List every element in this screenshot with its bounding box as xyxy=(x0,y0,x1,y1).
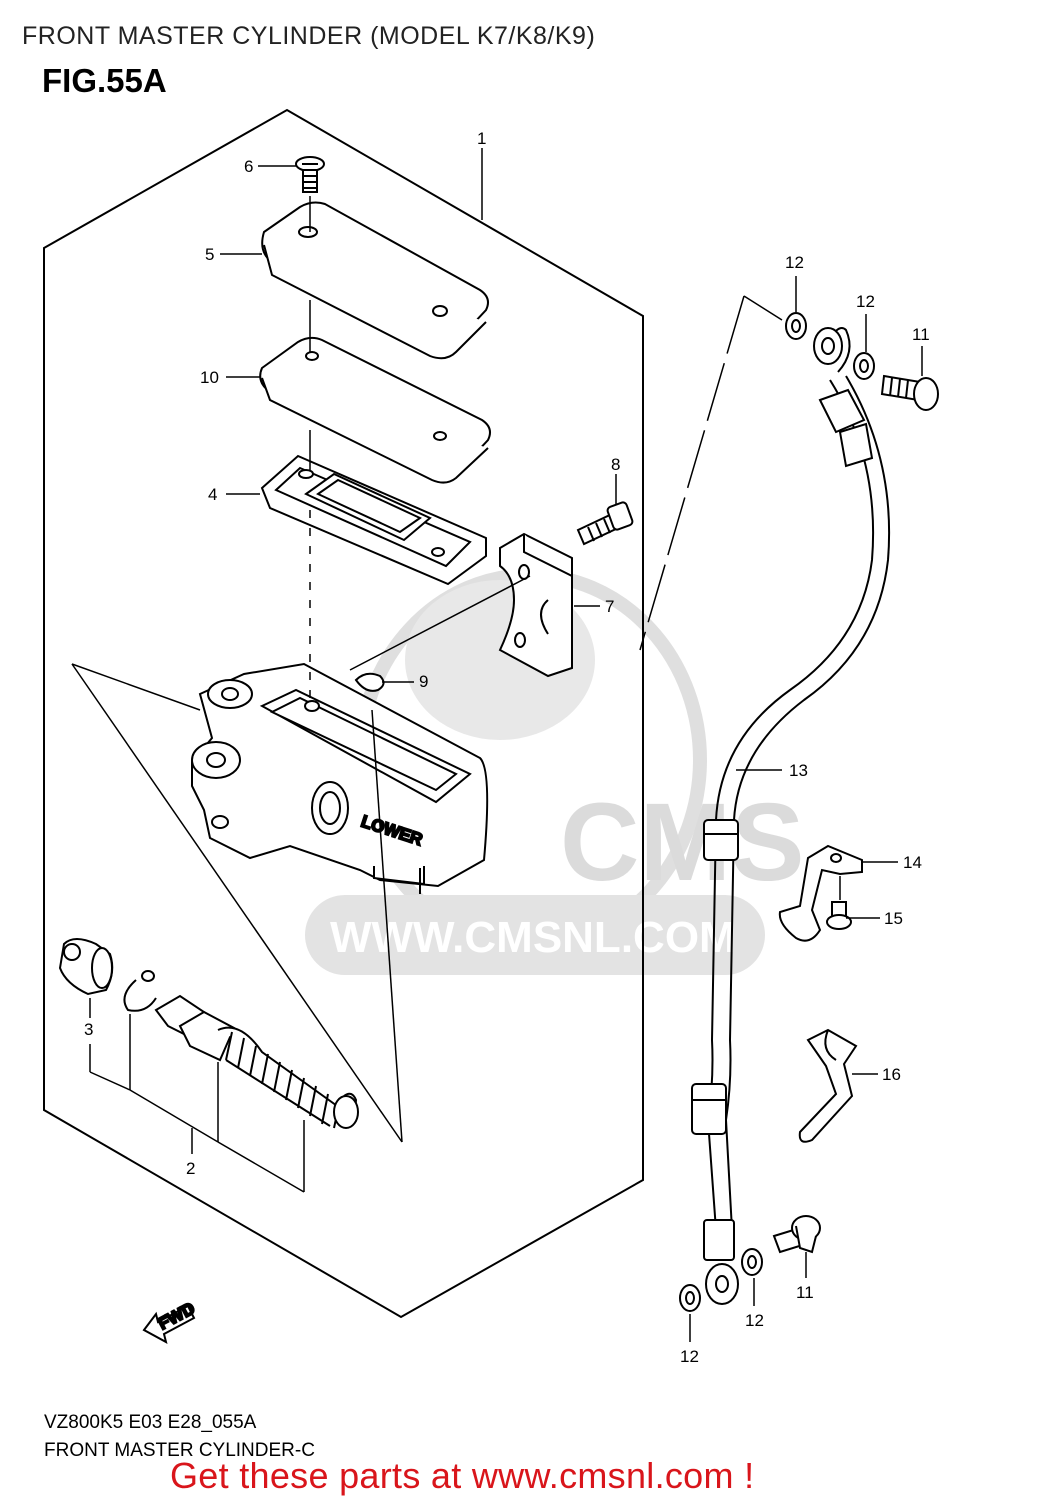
fwd-arrow-icon: FWD xyxy=(142,1298,199,1344)
part-3-boot xyxy=(58,938,114,996)
watermark-url: WWW.CMSNL.COM xyxy=(330,913,736,962)
callout-14: 14 xyxy=(903,853,922,872)
callout-6: 6 xyxy=(244,157,253,176)
part-10-diaphragm-plate xyxy=(259,336,491,484)
callout-12-b: 12 xyxy=(856,292,875,311)
part-16-hose-clamp xyxy=(798,1028,858,1143)
part-13-brake-hose xyxy=(691,327,891,1305)
part-12-washers xyxy=(679,312,875,1312)
figure-label: FIG.55A xyxy=(42,62,167,99)
diagram-name: FRONT MASTER CYLINDER-C xyxy=(44,1440,315,1461)
part-5-reservoir-cap xyxy=(261,201,489,360)
part-6-screw xyxy=(295,156,325,193)
callout-2: 2 xyxy=(186,1159,195,1178)
callout-12-d: 12 xyxy=(680,1347,699,1366)
part-2-piston-spring xyxy=(154,994,359,1129)
callout-12-a: 12 xyxy=(785,253,804,272)
watermark-logo-text: CMS xyxy=(560,781,804,904)
assembly-outline xyxy=(43,108,644,1319)
part-4-diaphragm xyxy=(260,454,487,586)
diagram-code: VZ800K5 E03 E28_055A xyxy=(44,1412,257,1433)
master-cylinder-body: LOWER xyxy=(191,662,489,894)
callout-7: 7 xyxy=(605,597,614,616)
callout-11-a: 11 xyxy=(912,325,930,344)
page-title: FRONT MASTER CYLINDER (MODEL K7/K8/K9) xyxy=(22,22,596,50)
part-15-bolt xyxy=(826,901,852,930)
part-8-bolt xyxy=(576,501,634,546)
leader-lines xyxy=(71,148,923,1342)
callout-labels: 1 6 5 10 4 8 7 9 3 2 12 12 11 13 14 15 1… xyxy=(84,129,930,1366)
callout-1: 1 xyxy=(477,129,486,148)
watermark-logo: CMS WWW.CMSNL.COM xyxy=(305,568,804,975)
callout-10: 10 xyxy=(200,368,219,387)
part-7-clamp xyxy=(498,532,573,678)
callout-15: 15 xyxy=(884,909,903,928)
callout-16: 16 xyxy=(882,1065,901,1084)
callout-3: 3 xyxy=(84,1020,93,1039)
part-circlip xyxy=(123,970,157,1012)
callout-5: 5 xyxy=(205,245,214,264)
callout-13: 13 xyxy=(789,761,808,780)
part-11-banjo-bolts xyxy=(772,374,939,1254)
cta-link[interactable]: Get these parts at www.cmsnl.com ! xyxy=(170,1455,755,1496)
part-14-hose-bracket xyxy=(778,844,863,942)
callout-4: 4 xyxy=(208,485,217,504)
callout-11-b: 11 xyxy=(796,1283,814,1302)
callout-12-c: 12 xyxy=(745,1311,764,1330)
part-9-clip xyxy=(354,672,385,692)
callout-9: 9 xyxy=(419,672,428,691)
callout-8: 8 xyxy=(611,455,620,474)
